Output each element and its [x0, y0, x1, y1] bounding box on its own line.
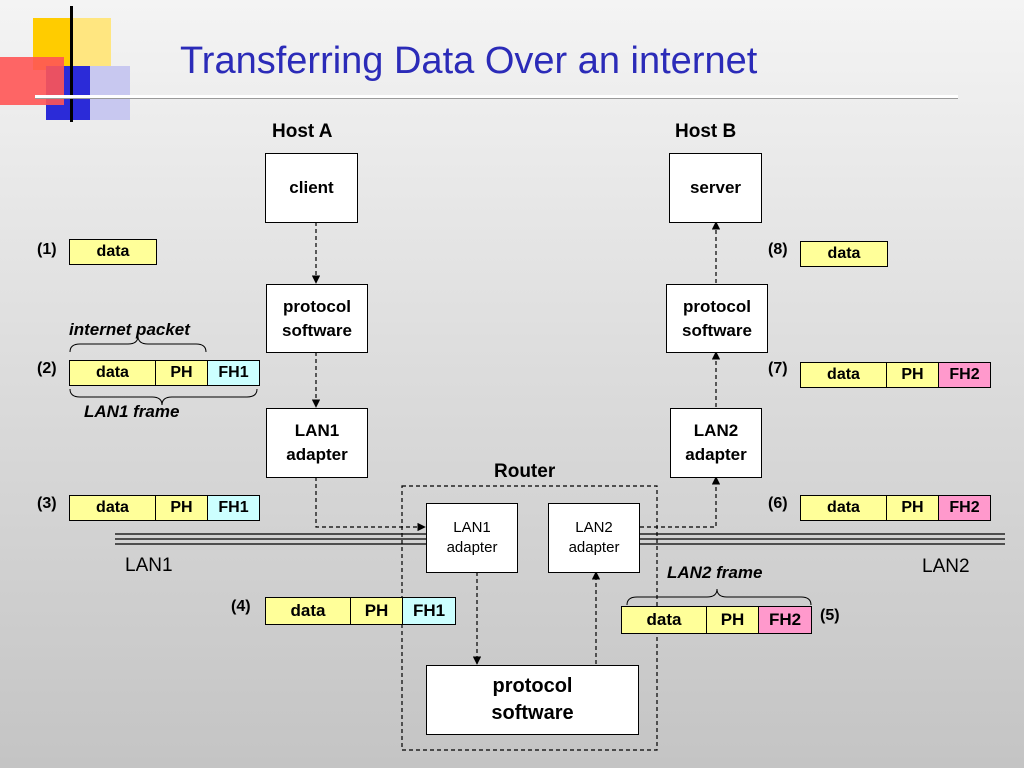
slide-logo — [0, 0, 135, 125]
packet-step-3: data PH FH1 — [69, 495, 260, 521]
label-line-1: protocol — [282, 296, 351, 316]
packet-step-1: data — [69, 239, 157, 265]
packet-header-cell: PH — [156, 361, 208, 385]
step-number: (6) — [768, 495, 788, 512]
packet-step-5: data PH FH2 — [621, 606, 812, 634]
frame-header-cell: FH2 — [759, 607, 811, 633]
router-lan1-adapter-box: LAN1 adapter — [426, 503, 518, 573]
step-number: (7) — [768, 360, 788, 377]
server-box: server — [669, 153, 762, 223]
host-b-lan2-adapter-box: LAN2 adapter — [670, 408, 762, 478]
lan2-frame-label: LAN2 frame — [667, 563, 763, 582]
label-line-1: LAN2 — [575, 519, 613, 536]
client-label: client — [289, 178, 334, 197]
packet-header-cell: PH — [707, 607, 759, 633]
packet-header-cell: PH — [351, 598, 403, 624]
frame-header-cell: FH1 — [403, 598, 455, 624]
arrow-lan1-to-router — [315, 477, 426, 532]
label-line-2: software — [491, 702, 574, 724]
packet-step-7: data PH FH2 — [800, 362, 991, 388]
data-cell: data — [801, 496, 887, 520]
data-cell: data — [70, 240, 156, 264]
host-a-lan1-adapter-box: LAN1 adapter — [266, 408, 368, 478]
packet-step-8: data — [800, 241, 888, 267]
lan2-cable — [640, 533, 1005, 545]
title-underline — [35, 95, 958, 98]
packet-step-4: data PH FH1 — [265, 597, 456, 625]
data-cell: data — [70, 496, 156, 520]
slide-title: Transferring Data Over an internet — [180, 40, 758, 82]
router-label: Router — [494, 461, 556, 482]
packet-header-cell: PH — [887, 496, 939, 520]
client-box: client — [265, 153, 358, 223]
lan2-label: LAN2 — [922, 556, 970, 577]
data-cell: data — [801, 363, 887, 387]
label-line-2: software — [682, 320, 752, 340]
brace-lan1-frame — [69, 388, 258, 406]
label-line-1: protocol — [682, 296, 751, 316]
brace-lan2-frame — [626, 588, 812, 606]
host-b-protocol-software-box: protocol software — [666, 284, 768, 353]
lan1-label: LAN1 — [125, 555, 173, 576]
data-cell: data — [622, 607, 707, 633]
packet-step-6: data PH FH2 — [800, 495, 991, 521]
frame-header-cell: FH2 — [939, 496, 990, 520]
step-number: (8) — [768, 241, 788, 258]
arrow-router-to-lan2 — [640, 476, 721, 528]
label-line-2: adapter — [568, 539, 620, 556]
step-number: (4) — [231, 598, 251, 615]
internet-packet-label: internet packet — [69, 320, 190, 339]
data-cell: data — [70, 361, 156, 385]
frame-header-cell: FH1 — [208, 496, 259, 520]
host-a-label: Host A — [272, 121, 333, 142]
step-number: (3) — [37, 495, 57, 512]
label-line-1: LAN1 — [453, 519, 491, 536]
step-number: (1) — [37, 241, 57, 258]
data-cell: data — [801, 242, 887, 266]
label-line-1: LAN1 — [294, 421, 340, 440]
label-line-2: adapter — [286, 445, 348, 464]
data-cell: data — [266, 598, 351, 624]
frame-header-cell: FH2 — [939, 363, 990, 387]
label-line-1: protocol — [492, 675, 573, 697]
step-number: (2) — [37, 360, 57, 377]
server-label: server — [689, 178, 742, 197]
label-line-1: LAN2 — [693, 421, 739, 440]
host-b-label: Host B — [675, 121, 737, 142]
router-protocol-software-box: protocol software — [426, 665, 639, 735]
lan1-frame-label: LAN1 frame — [84, 402, 180, 421]
packet-header-cell: PH — [887, 363, 939, 387]
step-number: (5) — [820, 607, 840, 624]
router-lan2-adapter-box: LAN2 adapter — [548, 503, 640, 573]
label-line-2: adapter — [685, 445, 747, 464]
label-line-2: adapter — [446, 539, 498, 556]
host-a-protocol-software-box: protocol software — [266, 284, 368, 353]
packet-header-cell: PH — [156, 496, 208, 520]
lan1-cable — [115, 533, 428, 545]
frame-header-cell: FH1 — [208, 361, 259, 385]
label-line-2: software — [282, 320, 352, 340]
packet-step-2: data PH FH1 — [69, 360, 260, 386]
brace-internet-packet — [69, 335, 207, 353]
